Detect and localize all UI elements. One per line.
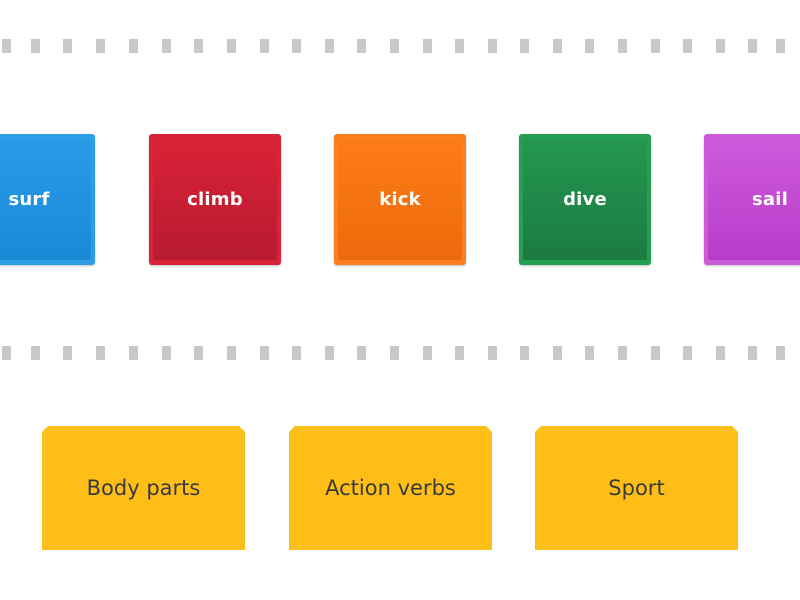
divider-dash	[357, 39, 366, 53]
divider-dash	[96, 39, 105, 53]
divider-dash	[227, 346, 236, 360]
divider-dash	[748, 39, 757, 53]
category-box-sport[interactable]: Sport	[535, 426, 738, 550]
divider-dash	[488, 39, 497, 53]
category-label: Body parts	[86, 476, 201, 500]
tile-label: kick	[379, 189, 421, 210]
divider-dash	[162, 346, 171, 360]
divider-dash	[357, 346, 366, 360]
divider-dash	[63, 39, 72, 53]
divider-dash	[162, 39, 171, 53]
divider-dash	[716, 39, 725, 53]
divider-dash	[455, 39, 464, 53]
divider-dash	[683, 346, 692, 360]
divider-dash	[2, 346, 11, 360]
divider-dash	[618, 346, 627, 360]
divider-dash	[716, 346, 725, 360]
divider-dash	[292, 39, 301, 53]
divider-dash	[96, 346, 105, 360]
divider-dash	[129, 346, 138, 360]
tile-label: climb	[187, 189, 243, 210]
category-box-action-verbs[interactable]: Action verbs	[289, 426, 492, 550]
bottom-divider	[0, 346, 800, 360]
divider-dash	[390, 346, 399, 360]
word-tile-dive[interactable]: dive	[519, 134, 651, 265]
divider-dash	[194, 39, 203, 53]
divider-dash	[553, 346, 562, 360]
divider-dash	[488, 346, 497, 360]
divider-dash	[292, 346, 301, 360]
divider-dash	[423, 39, 432, 53]
tile-label: surf	[8, 189, 50, 210]
divider-dash	[227, 39, 236, 53]
word-tile-climb[interactable]: climb	[149, 134, 281, 265]
divider-dash	[2, 39, 11, 53]
divider-dash	[618, 39, 627, 53]
category-label: Sport	[608, 476, 665, 500]
divider-dash	[585, 39, 594, 53]
divider-dash	[260, 346, 269, 360]
top-divider	[0, 39, 800, 53]
divider-dash	[129, 39, 138, 53]
category-label: Action verbs	[325, 476, 456, 500]
tile-label: dive	[563, 189, 607, 210]
divider-dash	[553, 39, 562, 53]
divider-dash	[776, 39, 785, 53]
divider-dash	[325, 346, 334, 360]
divider-dash	[31, 39, 40, 53]
divider-dash	[260, 39, 269, 53]
divider-dash	[194, 346, 203, 360]
divider-dash	[31, 346, 40, 360]
word-tile-surf[interactable]: surf	[0, 134, 95, 265]
divider-dash	[651, 39, 660, 53]
divider-dash	[748, 346, 757, 360]
divider-dash	[423, 346, 432, 360]
divider-dash	[585, 346, 594, 360]
divider-dash	[776, 346, 785, 360]
word-tile-sail[interactable]: sail	[704, 134, 800, 265]
divider-dash	[520, 39, 529, 53]
word-tile-kick[interactable]: kick	[334, 134, 466, 265]
divider-dash	[520, 346, 529, 360]
divider-dash	[390, 39, 399, 53]
category-box-body-parts[interactable]: Body parts	[42, 426, 245, 550]
divider-dash	[651, 346, 660, 360]
divider-dash	[63, 346, 72, 360]
divider-dash	[683, 39, 692, 53]
tile-label: sail	[751, 189, 788, 210]
divider-dash	[325, 39, 334, 53]
divider-dash	[455, 346, 464, 360]
